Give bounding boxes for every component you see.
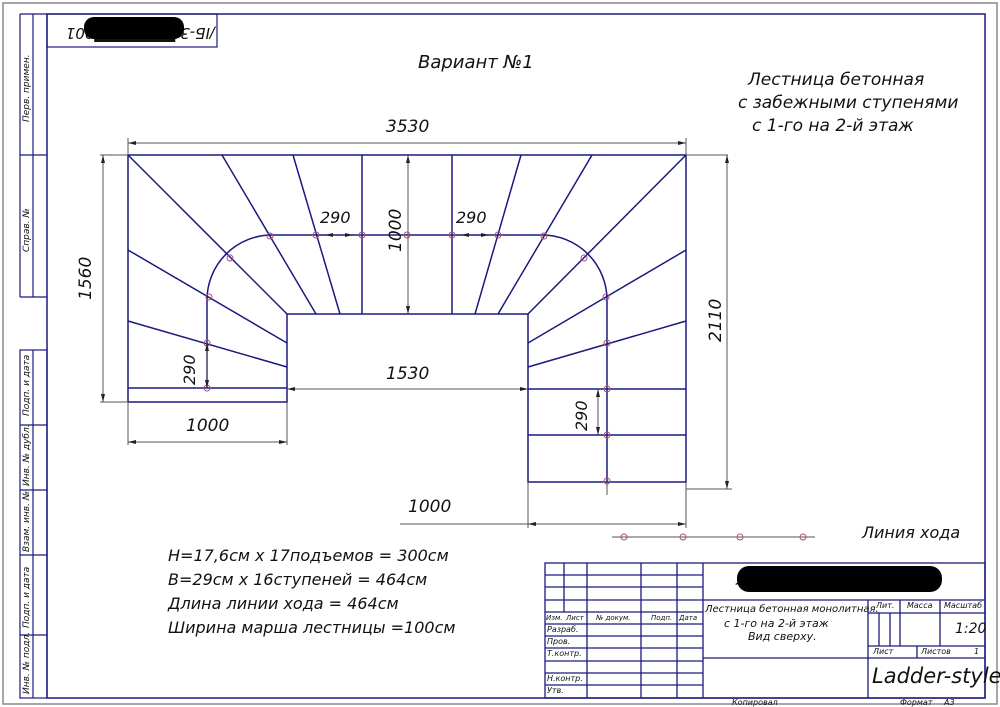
dim-step-top-left: 290 <box>320 208 351 227</box>
scale-value: 1:20 <box>955 621 987 637</box>
dim-step-top-right: 290 <box>456 208 487 227</box>
role-checker: Пров. <box>547 637 571 646</box>
side-stamp-cell: Подп. и дата <box>22 566 32 628</box>
side-stamp-cell: Инв. № дубл. <box>22 424 32 486</box>
sheets-value: 1 <box>974 647 980 656</box>
side-stamp-cell: Справ. № <box>22 208 32 252</box>
dim-left-flight-width: 1000 <box>186 416 230 436</box>
header-date: Дата <box>679 614 698 622</box>
side-stamp-cell: Инв. № подл. <box>22 631 32 694</box>
format-value: А3 <box>944 698 955 707</box>
company-name: Ladder-style <box>872 664 1000 688</box>
dim-right-flight-width: 1000 <box>408 497 452 517</box>
side-stamp-cell: Взам. инв. № <box>22 490 32 552</box>
dim-right-height: 2110 <box>706 298 726 342</box>
redaction-mark <box>737 566 942 592</box>
mass-label: Масса <box>907 601 933 610</box>
description-line-1: Лестница бетонная монолитная. <box>705 604 879 615</box>
role-norm-control: Н.контр. <box>547 674 583 683</box>
header-doc-no: № докум. <box>596 614 631 622</box>
side-stamp-cell: Подп. и дата <box>22 354 32 416</box>
note-walkline-length: Длина линии хода = 464см <box>168 594 399 613</box>
dim-step-right: 290 <box>572 400 591 431</box>
dim-step-left: 290 <box>180 354 199 385</box>
dim-overall-width: 3530 <box>386 117 430 137</box>
header-sign: Подп. <box>651 614 673 622</box>
format-label: Формат <box>900 698 933 707</box>
variant-title: Вариант №1 <box>418 52 534 73</box>
description-line-3: Вид сверху. <box>748 630 817 643</box>
role-tech-control: Т.контр. <box>547 649 582 658</box>
dim-left-height: 1560 <box>76 256 96 300</box>
dim-center-depth: 1000 <box>386 208 406 252</box>
walk-line-legend: Линия хода <box>862 523 961 542</box>
copied-label: Копировал <box>732 698 778 707</box>
header-list: Лист <box>566 614 584 622</box>
header-izm: Изм. <box>546 614 563 622</box>
redaction-mark <box>84 17 184 39</box>
role-approved: Утв. <box>547 686 564 695</box>
sheets-label: Листов <box>921 647 951 656</box>
lit-label: Лит. <box>876 601 895 610</box>
role-developer: Разраб. <box>547 625 579 634</box>
note-flight-width: Ширина марша лестницы =100см <box>168 618 456 637</box>
main-title-line-3: с 1-го на 2-й этаж <box>752 116 914 136</box>
side-stamp-cell: Перв. примен. <box>22 54 32 122</box>
main-title-line-2: с забежными ступенями <box>738 93 959 113</box>
dim-opening-width: 1530 <box>386 364 430 384</box>
scale-label: Масштаб <box>944 601 983 610</box>
main-title-line-1: Лестница бетонная <box>748 70 925 90</box>
note-tread: B=29см х 16ступеней = 464см <box>168 570 428 589</box>
description-line-2: с 1-го на 2-й этаж <box>724 617 829 630</box>
sheet-label: Лист <box>873 647 894 656</box>
note-riser: H=17,6см х 17подъемов = 300см <box>168 546 449 565</box>
